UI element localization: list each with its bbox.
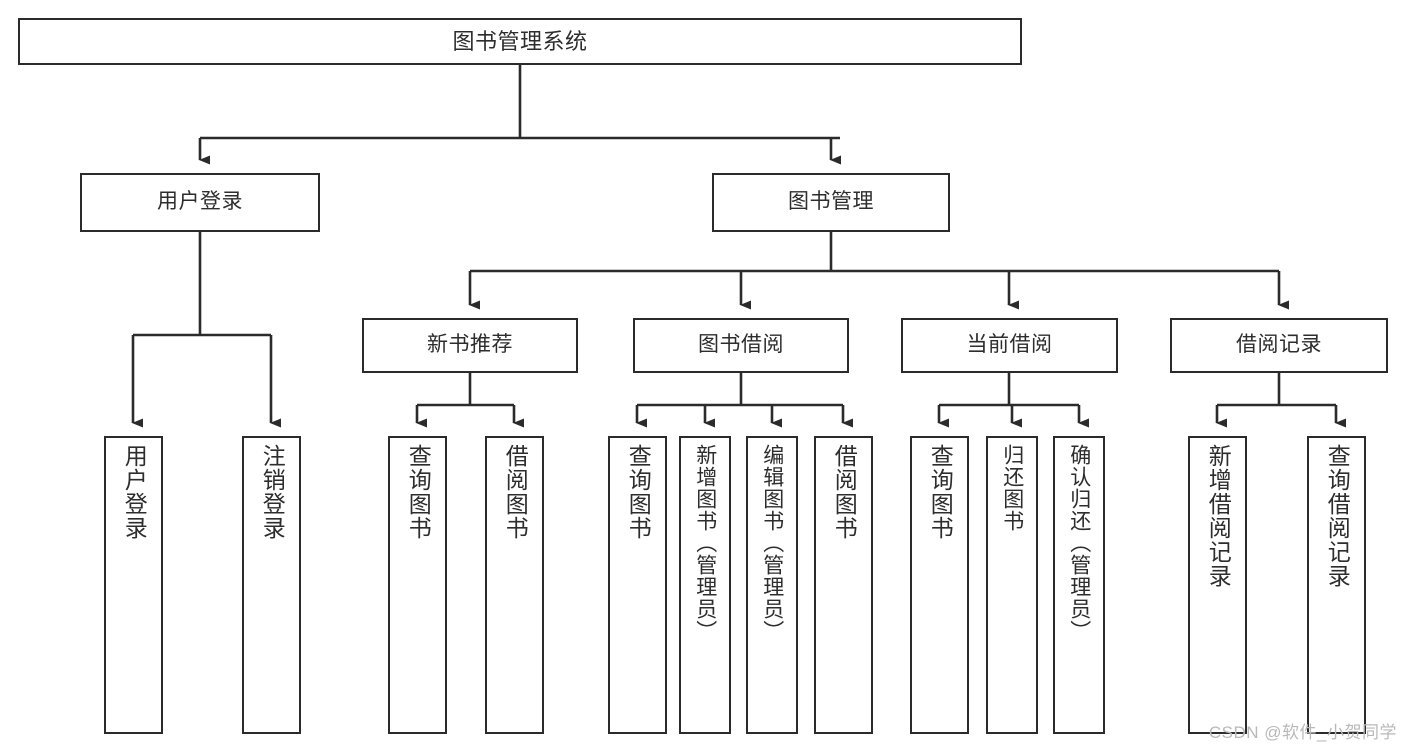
node-current-borrow[interactable]: 当前借阅 (901, 318, 1118, 373)
node-leaf-query-book-1-label: 查询图书 (405, 444, 432, 540)
node-leaf-confirm-return[interactable]: 确认归还（管理员） (1053, 436, 1105, 734)
node-leaf-borrow-book-1-label: 借阅图书 (502, 444, 529, 540)
node-leaf-user-logout-label: 注销登录 (259, 444, 286, 540)
node-leaf-return-book[interactable]: 归还图书 (986, 436, 1038, 734)
node-leaf-query-book-3-label: 查询图书 (927, 444, 954, 540)
node-leaf-query-borrow-record-label: 查询借阅记录 (1324, 444, 1351, 588)
node-leaf-borrow-book-1[interactable]: 借阅图书 (485, 436, 544, 734)
node-leaf-query-book-1[interactable]: 查询图书 (388, 436, 447, 734)
node-leaf-add-borrow-record-label: 新增借阅记录 (1205, 444, 1232, 588)
node-new-book-recommend[interactable]: 新书推荐 (362, 318, 578, 373)
node-leaf-edit-book[interactable]: 编辑图书（管理员） (746, 436, 798, 734)
node-borrow-record-label: 借阅记录 (1236, 333, 1322, 357)
node-leaf-user-logout[interactable]: 注销登录 (242, 436, 301, 734)
node-leaf-add-borrow-record[interactable]: 新增借阅记录 (1188, 436, 1247, 734)
node-root-book-management-system[interactable]: 图书管理系统 (18, 18, 1022, 65)
node-leaf-user-login-label: 用户登录 (121, 444, 148, 540)
node-leaf-confirm-return-label: 确认归还（管理员） (1067, 444, 1091, 642)
node-user-login[interactable]: 用户登录 (80, 173, 320, 232)
node-leaf-query-borrow-record[interactable]: 查询借阅记录 (1307, 436, 1366, 734)
node-user-login-label: 用户登录 (157, 190, 243, 214)
node-book-manage[interactable]: 图书管理 (712, 173, 950, 232)
node-leaf-add-book[interactable]: 新增图书（管理员） (679, 436, 731, 734)
node-book-borrow-label: 图书借阅 (698, 333, 784, 357)
node-leaf-query-book-3[interactable]: 查询图书 (910, 436, 969, 734)
node-new-book-recommend-label: 新书推荐 (427, 333, 513, 357)
watermark-text: CSDN @软件_小贺同学 (1208, 723, 1397, 742)
node-leaf-add-book-label: 新增图书（管理员） (693, 444, 717, 642)
node-borrow-record[interactable]: 借阅记录 (1170, 318, 1388, 373)
node-leaf-borrow-book-2-label: 借阅图书 (831, 444, 858, 540)
node-root-label: 图书管理系统 (452, 28, 588, 54)
node-leaf-edit-book-label: 编辑图书（管理员） (760, 444, 784, 642)
node-leaf-query-book-2-label: 查询图书 (625, 444, 652, 540)
node-book-borrow[interactable]: 图书借阅 (633, 318, 849, 373)
node-leaf-return-book-label: 归还图书 (1000, 444, 1024, 532)
node-current-borrow-label: 当前借阅 (966, 333, 1053, 357)
node-leaf-query-book-2[interactable]: 查询图书 (608, 436, 667, 734)
node-leaf-user-login[interactable]: 用户登录 (104, 436, 163, 734)
node-book-manage-label: 图书管理 (788, 190, 874, 214)
node-leaf-borrow-book-2[interactable]: 借阅图书 (814, 436, 873, 734)
